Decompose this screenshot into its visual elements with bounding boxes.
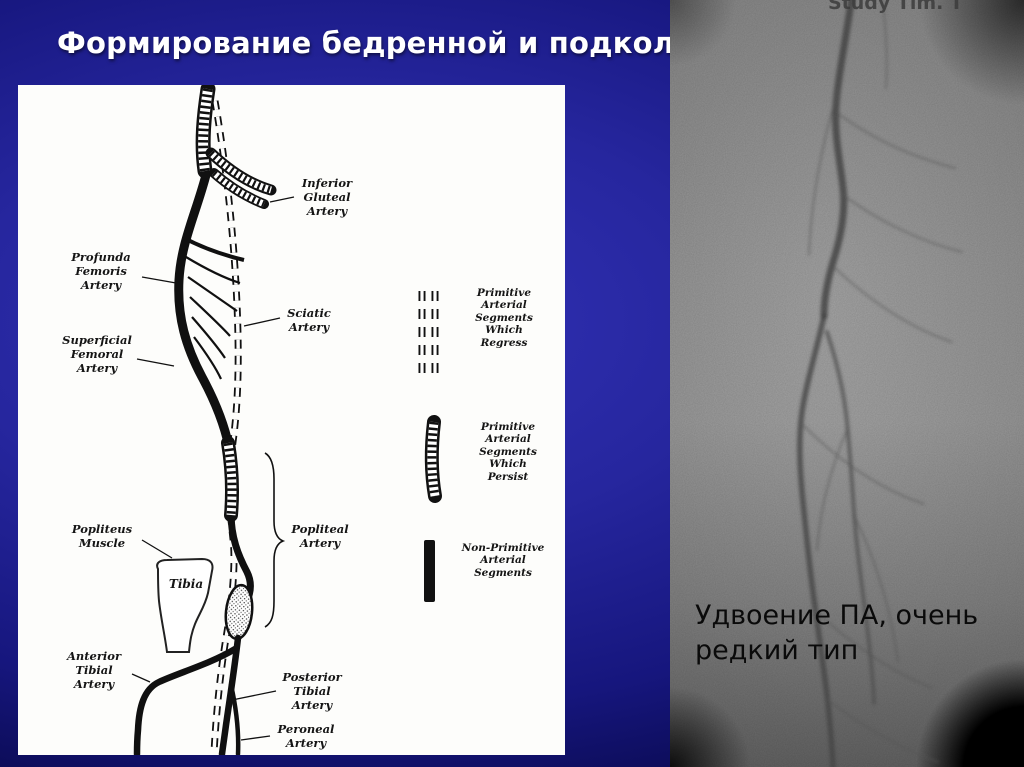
primitive-segment-knee: [221, 436, 239, 522]
film-grain-overlay: [670, 0, 1024, 767]
sciatic-dashed-path: [210, 100, 242, 754]
label-anterior-tibial-artery: Anterior Tibial Artery: [66, 649, 122, 691]
label-tibia: Tibia: [168, 577, 204, 591]
primitive-segment-top: [195, 85, 216, 179]
popliteal-stippled-segment: [224, 583, 254, 641]
legend-label-regress: Primitive Arterial Segments Which Regres…: [475, 287, 533, 349]
peroneal-path: [228, 682, 241, 755]
legend-label-nonprimitive: Non-Primitive Arterial Segments: [461, 542, 545, 579]
anatomy-diagram-svg: [131, 85, 442, 755]
label-superficial-femoral-artery: Superficial Femoral Artery: [62, 333, 132, 375]
anterior-tibial-path: [133, 645, 239, 755]
angiogram-vessels-svg: [670, 0, 1024, 767]
angiogram-image: Study Tim. T Удвоение ПА, очень редкий т…: [670, 0, 1024, 767]
label-popliteal-artery: Popliteal Artery: [291, 522, 349, 550]
leader-lines: [131, 196, 295, 741]
label-peroneal-artery: Peroneal Artery: [277, 722, 335, 750]
inferior-gluteal-segment: [205, 147, 277, 209]
legend-label-persist: Primitive Arterial Segments Which Persis…: [479, 421, 537, 483]
label-posterior-tibial-artery: Posterior Tibial Artery: [282, 670, 342, 712]
dashed-segments-icon: [418, 291, 439, 377]
posterior-tibial-path: [218, 634, 242, 755]
popliteal-bracket: [264, 452, 286, 628]
tibia-outline: [156, 557, 214, 653]
study-overlay-text: Study Tim. T: [828, 0, 963, 14]
femoral-artery-path: [174, 170, 234, 452]
label-sciatic-artery: Sciatic Artery: [287, 306, 331, 334]
ribbed-segment-icon: [424, 415, 442, 503]
solid-segment-icon: [424, 540, 435, 602]
label-inferior-gluteal-artery: Inferior Gluteal Artery: [301, 176, 353, 218]
label-profunda-femoris-artery: Profunda Femoris Artery: [71, 250, 131, 292]
angiogram-caption: Удвоение ПА, очень редкий тип: [695, 600, 979, 667]
anatomy-diagram-panel: Inferior Gluteal Artery Profunda Femoris…: [18, 85, 565, 755]
profunda-femoris-branches: [183, 236, 245, 380]
label-popliteus-muscle: Popliteus Muscle: [71, 522, 133, 550]
